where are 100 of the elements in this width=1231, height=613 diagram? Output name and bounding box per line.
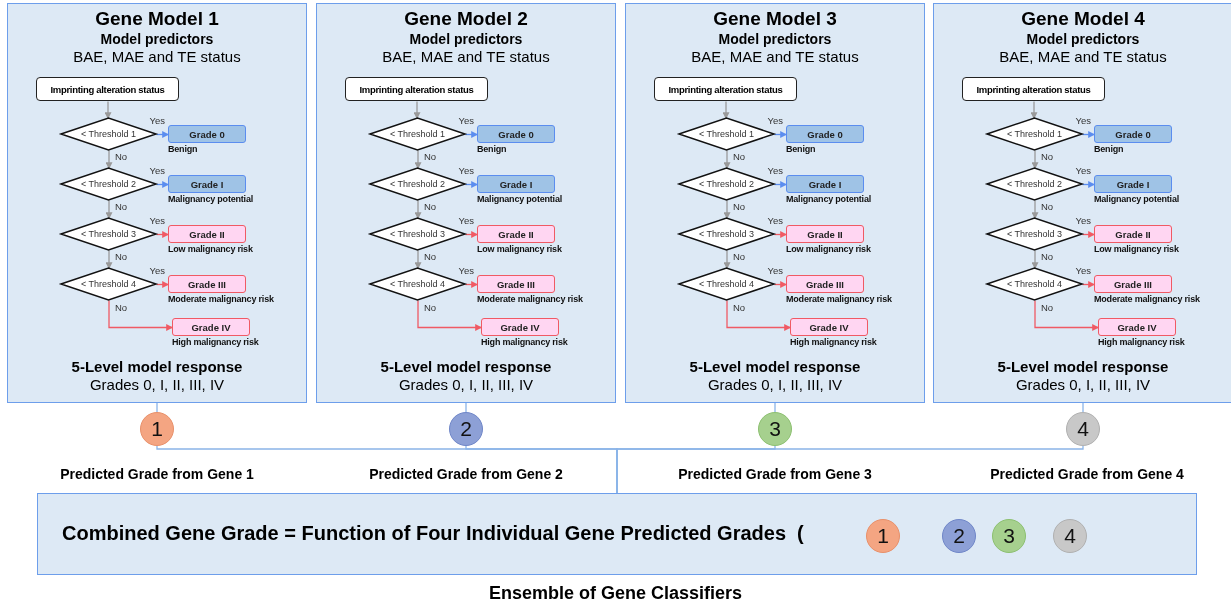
predicted-grade-label: Predicted Grade from Gene 2	[369, 466, 563, 482]
grade-description: Moderate malignancy risk	[786, 294, 892, 304]
model-panel	[625, 3, 925, 403]
result-panel	[37, 493, 1197, 575]
edge-label: No	[423, 151, 438, 161]
grade-description: Benign	[786, 144, 816, 154]
response-grades: Grades 0, I, II, III, IV	[1015, 376, 1151, 394]
grade-box: Grade II	[786, 225, 864, 243]
grade-circle: 4	[1053, 519, 1087, 553]
grade-description: High malignancy risk	[172, 337, 259, 347]
grade-box: Grade I	[1094, 175, 1172, 193]
edge-label: No	[1040, 251, 1055, 261]
edge-label: Yes	[457, 265, 475, 275]
decision-label: < Threshold 2	[389, 179, 446, 189]
grade-circle: 3	[758, 412, 792, 446]
process-box: Imprinting alteration status	[36, 77, 179, 101]
arrow	[773, 231, 788, 238]
process-box: Imprinting alteration status	[654, 77, 797, 101]
panel-subtitle: Model predictors	[1026, 30, 1140, 48]
grade-description: Moderate malignancy risk	[477, 294, 583, 304]
process-box: Imprinting alteration status	[345, 77, 488, 101]
arrow	[723, 199, 731, 220]
decision-label: < Threshold 4	[389, 279, 446, 289]
grade-description: Malignancy potential	[1094, 194, 1179, 204]
connector-line	[156, 402, 158, 413]
response-heading: 5-Level model response	[380, 358, 552, 376]
edge-label: Yes	[766, 265, 784, 275]
arrow	[723, 149, 731, 170]
grade-circle: 2	[942, 519, 976, 553]
edge-label: No	[732, 251, 747, 261]
arrow	[155, 131, 170, 138]
grade-box: Grade II	[477, 225, 555, 243]
grade-box: Grade IV	[481, 318, 559, 336]
process-box: Imprinting alteration status	[962, 77, 1105, 101]
edge-label: No	[423, 201, 438, 211]
response-heading: 5-Level model response	[997, 358, 1169, 376]
decision-label: < Threshold 3	[698, 229, 755, 239]
edge-label: No	[1040, 302, 1055, 312]
arrow	[773, 181, 788, 188]
grade-description: Benign	[477, 144, 507, 154]
edge-label: No	[1040, 151, 1055, 161]
grade-box: Grade III	[477, 275, 555, 293]
decision-label: < Threshold 1	[698, 129, 755, 139]
response-heading: 5-Level model response	[689, 358, 861, 376]
arrow	[105, 249, 113, 270]
arrow	[108, 299, 174, 331]
predicted-grade-label: Predicted Grade from Gene 4	[990, 466, 1184, 482]
decision-label: < Threshold 1	[1006, 129, 1063, 139]
combined-grade-formula: Combined Gene Grade = Function of Four Individual Gene Predicted Grades (	[62, 522, 804, 545]
grade-box: Grade III	[1094, 275, 1172, 293]
grade-box: Grade II	[168, 225, 246, 243]
grade-box: Grade IV	[790, 318, 868, 336]
edge-label: No	[114, 151, 129, 161]
grade-description: Malignancy potential	[168, 194, 253, 204]
edge-label: Yes	[766, 165, 784, 175]
grade-box: Grade I	[168, 175, 246, 193]
edge-label: No	[114, 201, 129, 211]
grade-description: Moderate malignancy risk	[168, 294, 274, 304]
response-grades: Grades 0, I, II, III, IV	[89, 376, 225, 394]
grade-circle: 3	[992, 519, 1026, 553]
arrow	[1034, 299, 1100, 331]
edge-label: No	[114, 251, 129, 261]
decision-label: < Threshold 2	[80, 179, 137, 189]
grade-circle: 4	[1066, 412, 1100, 446]
edge-label: No	[732, 201, 747, 211]
decision-label: < Threshold 3	[1006, 229, 1063, 239]
arrow	[1031, 149, 1039, 170]
arrow	[464, 281, 479, 288]
edge-label: No	[423, 251, 438, 261]
connector-line	[774, 402, 776, 413]
arrow	[1081, 231, 1096, 238]
panel-description: BAE, MAE and TE status	[999, 47, 1167, 66]
arrow	[413, 100, 421, 120]
arrow	[464, 181, 479, 188]
grade-description: Low malignancy risk	[786, 244, 871, 254]
response-heading: 5-Level model response	[71, 358, 243, 376]
edge-label: Yes	[1074, 215, 1092, 225]
arrow	[1030, 100, 1038, 120]
grade-description: Malignancy potential	[477, 194, 562, 204]
grade-description: High malignancy risk	[790, 337, 877, 347]
panel-subtitle: Model predictors	[718, 30, 832, 48]
decision-label: < Threshold 1	[389, 129, 446, 139]
arrow	[773, 131, 788, 138]
arrow	[1031, 199, 1039, 220]
decision-label: < Threshold 3	[389, 229, 446, 239]
arrow	[104, 100, 112, 120]
predicted-grade-label: Predicted Grade from Gene 3	[678, 466, 872, 482]
edge-label: Yes	[148, 265, 166, 275]
panel-description: BAE, MAE and TE status	[691, 47, 859, 66]
arrow	[105, 149, 113, 170]
model-panel	[7, 3, 307, 403]
edge-label: No	[732, 302, 747, 312]
edge-label: Yes	[1074, 265, 1092, 275]
grade-description: Malignancy potential	[786, 194, 871, 204]
arrow	[417, 299, 483, 331]
edge-label: Yes	[148, 115, 166, 125]
arrow	[722, 100, 730, 120]
edge-label: Yes	[766, 115, 784, 125]
panel-description: BAE, MAE and TE status	[382, 47, 550, 66]
grade-description: Benign	[168, 144, 198, 154]
